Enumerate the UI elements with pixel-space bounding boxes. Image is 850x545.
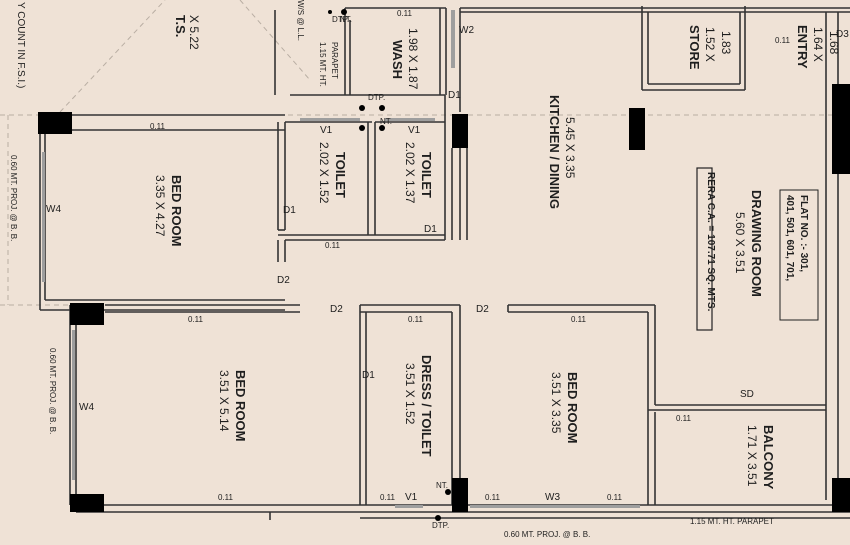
wall-label: 0.11 [397, 9, 413, 18]
marker-D1: D1 [283, 205, 296, 216]
rera-text: RERA C.A. = 107.71 SQ. MTS. [705, 172, 716, 312]
room-dress-name: DRESS / TOILET [419, 355, 434, 457]
room-bed3-name: BED ROOM [565, 372, 580, 444]
wall-label: 0.11 [775, 36, 791, 45]
room-drawing-name: DRAWING ROOM [749, 190, 764, 297]
marker-labels: 0.11 0.11 0.11 0.11 0.11 0.11 0.11 0.11 … [46, 9, 849, 530]
wall-label: 0.11 [485, 493, 501, 502]
marker-SD: SD [740, 389, 754, 400]
marker-nt: NT. [340, 15, 352, 24]
windows [42, 10, 640, 508]
room-wash-name: WASH [390, 40, 405, 79]
room-entry-name: ENTRY [795, 25, 810, 69]
flat-line2: 401, 501, 601, 701, [784, 195, 795, 281]
wall-label: 0.11 [380, 493, 396, 502]
marker-D3: D3 [836, 29, 849, 40]
marker-dtp: DTP. [368, 93, 385, 102]
marker-D1: D1 [448, 90, 461, 101]
wall-label: 0.11 [571, 315, 587, 324]
flat-line1: FLAT NO. :- 301, [798, 195, 809, 272]
room-kitchen-name: KITCHEN / DINING [547, 95, 562, 209]
room-store-dim2: 1.83 [719, 31, 733, 55]
service-dots [328, 9, 451, 521]
marker-V1: V1 [405, 492, 418, 503]
marker-D1: D1 [362, 370, 375, 381]
marker-V1: V1 [408, 125, 421, 136]
note-proj-left-bottom: 0.60 MT. PROJ. @ B. B. [48, 348, 57, 434]
marker-nt: NT. [380, 117, 392, 126]
room-dress-dim: 3.51 X 1.52 [403, 363, 417, 425]
columns [38, 84, 850, 512]
marker-D1: D1 [424, 224, 437, 235]
flat-box [779, 189, 819, 321]
marker-D2: D2 [330, 304, 343, 315]
marker-nt: NT. [436, 481, 448, 490]
wall-label: 0.11 [188, 315, 204, 324]
marker-dtp: DTP. [332, 15, 349, 24]
room-ts-name: T.S. [173, 15, 188, 37]
room-balcony-name: BALCONY [761, 425, 776, 490]
room-toilet1-dim: 2.02 X 1.52 [317, 142, 331, 204]
room-entry-dim2: 1.68 [827, 31, 841, 55]
wall-label: 0.11 [218, 493, 234, 502]
marker-V1: V1 [320, 125, 333, 136]
room-balcony-dim: 1.71 X 3.51 [745, 425, 759, 487]
room-drawing-dim: 5.60 X 3.51 [733, 212, 747, 274]
walls [39, 6, 850, 520]
note-parapet2: PARAPET [330, 42, 339, 79]
room-store-dim1: 1.52 X [703, 27, 717, 62]
room-labels: T.S. X 5.22 WASH 1.98 X 1.87 KITCHEN / D… [153, 15, 841, 490]
note-ws-ll: W/S @ L.L. [296, 0, 305, 41]
diagonal-lines [0, 0, 848, 306]
wall-label: 0.11 [150, 122, 166, 131]
marker-dtp: DTP. [432, 521, 449, 530]
wall-label: 0.11 [676, 414, 692, 423]
room-store-name: STORE [687, 25, 702, 70]
room-entry-dim1: 1.64 X [811, 27, 825, 62]
note-parapet-bottom: 1.15 MT. HT. PARAPET [690, 517, 774, 526]
wall-label: 0.11 [408, 315, 424, 324]
note-left-count: Y COUNT IN F.S.I.) [15, 2, 26, 88]
marker-D2: D2 [277, 275, 290, 286]
room-toilet1-name: TOILET [333, 152, 348, 198]
marker-W2: W2 [459, 25, 474, 36]
wall-label: 0.11 [325, 241, 341, 250]
room-kitchen-dim: 5.45 X 3.35 [563, 117, 577, 179]
room-bed1-dim: 3.35 X 4.27 [153, 175, 167, 237]
room-toilet2-dim: 2.02 X 1.37 [403, 142, 417, 204]
room-toilet2-name: TOILET [419, 152, 434, 198]
marker-W4: W4 [46, 204, 61, 215]
rera-box [696, 167, 713, 331]
note-proj-left-top: 0.60 MT. PROJ. @ B. B. [9, 155, 18, 241]
room-ts-dim: X 5.22 [187, 15, 201, 50]
room-wash-dim: 1.98 X 1.87 [406, 28, 420, 90]
note-proj-bottom: 0.60 MT. PROJ. @ B. B. [504, 530, 590, 539]
room-bed2-dim: 3.51 X 5.14 [217, 370, 231, 432]
room-bed1-name: BED ROOM [169, 175, 184, 247]
wall-label: 0.11 [607, 493, 623, 502]
marker-D2: D2 [476, 304, 489, 315]
room-bed2-name: BED ROOM [233, 370, 248, 442]
note-parapet1: 1.15 MT. HT. [318, 42, 327, 87]
marker-W4: W4 [79, 402, 94, 413]
room-bed3-dim: 3.51 X 3.35 [549, 372, 563, 434]
notes: Y COUNT IN F.S.I.) W/S @ L.L. 1.15 MT. H… [9, 0, 774, 539]
marker-W3: W3 [545, 492, 560, 503]
